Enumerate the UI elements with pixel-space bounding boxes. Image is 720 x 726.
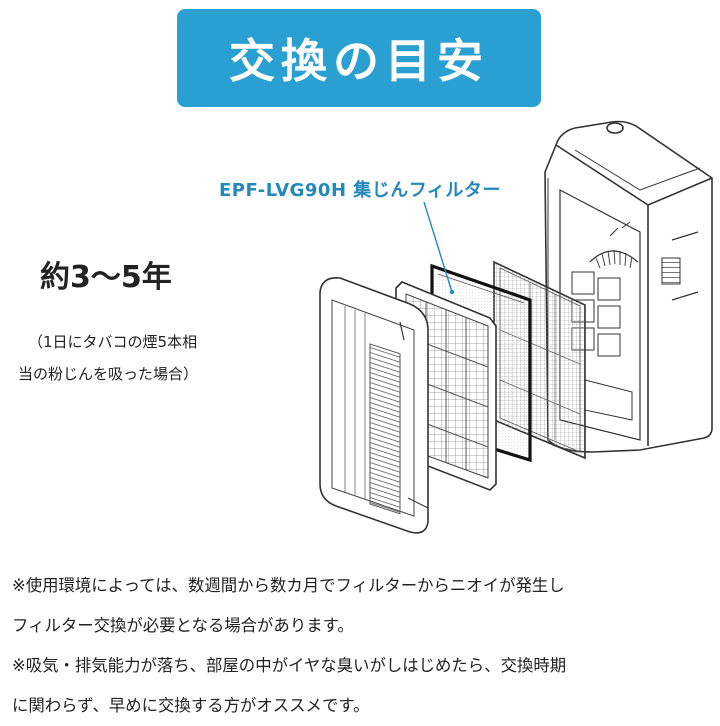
note-1-line-2: フィルター交換が必要となる場合があります。 [12,616,354,635]
air-purifier-illustration [319,120,713,534]
filter-label: EPF-LVG90H 集じんフィルター [219,180,501,201]
page-title: 交換の目安 [229,34,489,88]
note-2-line-1: ※吸気・排気能力が落ち、部屋の中がイヤな臭いがしはじめたら、交換時期 [12,656,567,675]
label-leader-line [423,201,453,293]
note-2-line-2: に関わらず、早めに交換する方がオススメです。 [12,696,370,715]
front-panel [319,276,429,534]
condition-line-1: （1日にタバコの煙5本相 [28,333,198,351]
title-banner: 交換の目安 [177,9,541,107]
note-1-line-1: ※使用環境によっては、数週間から数カ月でフィルターからニオイが発生し [12,576,565,595]
replacement-lifespan: 約3〜5年 [40,260,172,295]
lifespan-condition: （1日にタバコの煙5本相 当の粉じんを吸った場合） [18,326,254,390]
condition-line-2: 当の粉じんを吸った場合） [18,365,199,383]
usage-notes: ※使用環境によっては、数週間から数カ月でフィルターからニオイが発生し フィルター… [12,566,718,726]
